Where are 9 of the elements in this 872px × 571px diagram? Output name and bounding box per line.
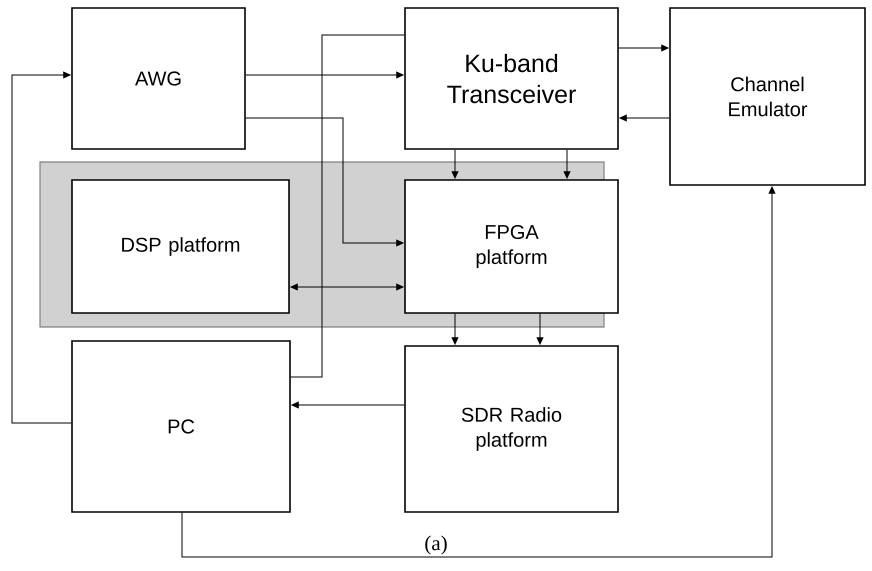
caption: (a) xyxy=(425,535,447,555)
block-box: PC xyxy=(71,340,291,513)
block-box: Ku-band Transceiver xyxy=(404,7,619,150)
block-box: FPGA platform xyxy=(404,179,619,314)
arrow xyxy=(12,71,72,424)
block-box: AWG xyxy=(71,7,246,150)
block-box: Channel Emulator xyxy=(669,7,866,186)
block-box: SDR Radio platform xyxy=(404,345,619,513)
block-box: DSP platform xyxy=(71,179,290,314)
